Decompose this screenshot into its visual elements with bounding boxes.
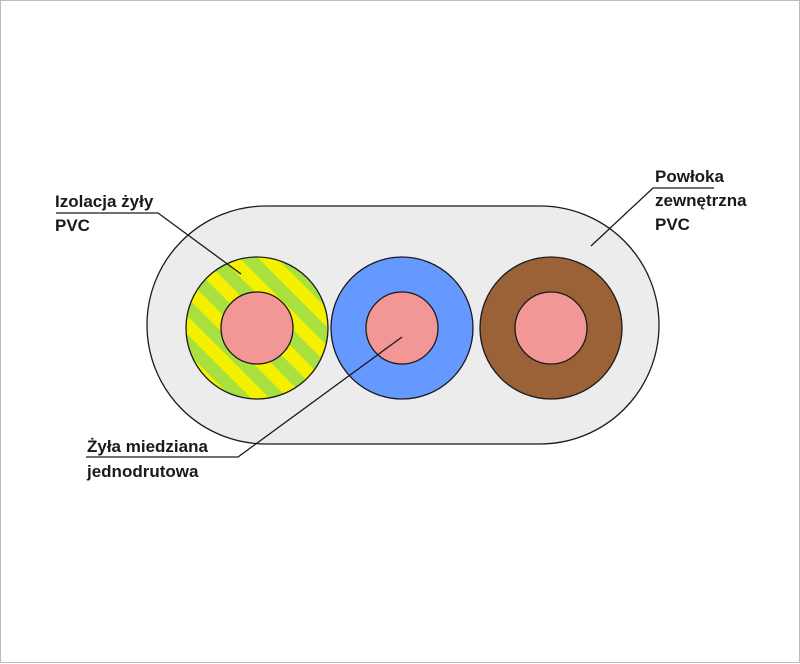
- label-insulation-line2: PVC: [55, 216, 90, 235]
- copper-conductor-2: [365, 291, 439, 365]
- label-sheath-line1: Powłoka: [655, 167, 725, 186]
- label-sheath-line2: zewnętrzna: [655, 191, 747, 210]
- label-sheath-line3: PVC: [655, 215, 690, 234]
- label-conductor-line1: Żyła miedziana: [87, 437, 208, 456]
- leader-line-conductor: [86, 336, 403, 458]
- copper-conductor-3: [514, 291, 588, 365]
- copper-conductor-1: [220, 291, 294, 365]
- label-insulation-line1: Izolacja żyły: [55, 192, 154, 211]
- label-conductor-line2: jednodrutowa: [86, 462, 199, 481]
- leader-line-sheath: [590, 187, 714, 247]
- leader-line-insulation: [56, 212, 242, 275]
